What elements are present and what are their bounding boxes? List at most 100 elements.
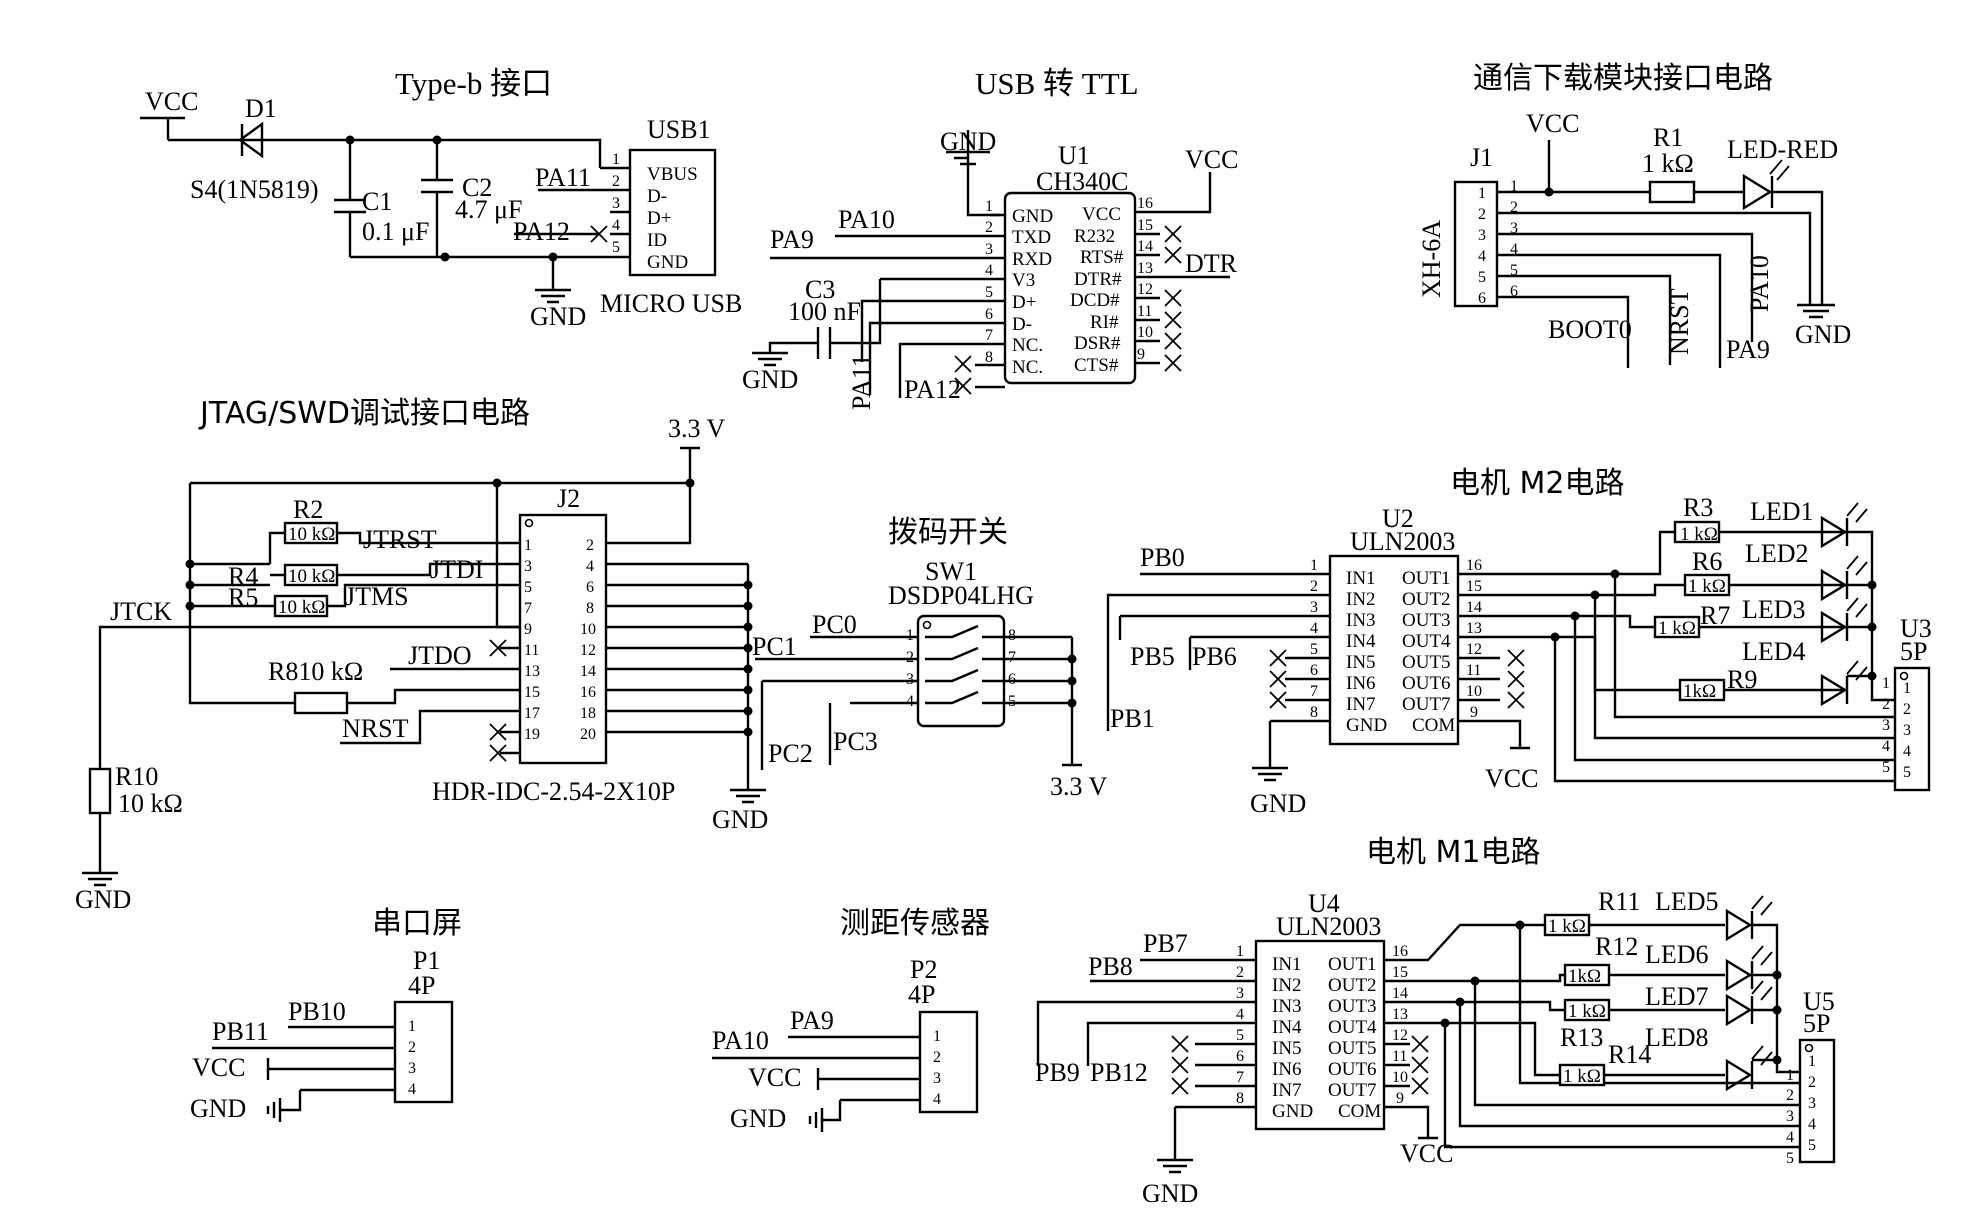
comm-section: 通信下载模块接口电路 VCC J1 XH-6A 1 2 3 4 5 6 1 2 … xyxy=(1417,61,1851,368)
u2-pins-right: OUT1 OUT2 OUT3 OUT4 OUT5 OUT6 OUT7 COM 1… xyxy=(1402,557,1482,736)
svg-text:IN4: IN4 xyxy=(1346,631,1376,652)
svg-text:13: 13 xyxy=(1466,620,1482,637)
jtag-title: JTAG/SWD调试接口电路 xyxy=(198,396,530,431)
serial-gnd: GND xyxy=(190,1094,246,1123)
p2-part: 4P xyxy=(908,980,935,1009)
typeb-section: Type-b 接口 VCC D1 S4(1N5819) C1 0.1 μF C2… xyxy=(140,66,742,331)
svg-text:4: 4 xyxy=(1882,738,1890,755)
svg-text:4: 4 xyxy=(1310,620,1318,637)
m1-gnd: GND xyxy=(1142,1179,1198,1208)
r1-label: R1 xyxy=(1653,123,1683,152)
svg-text:14: 14 xyxy=(580,663,596,680)
svg-text:15: 15 xyxy=(1466,578,1482,595)
serial-pb11: PB11 xyxy=(212,1017,269,1046)
u3-pins: 1 2 3 4 5 1 2 3 4 5 xyxy=(1882,675,1911,781)
svg-text:20: 20 xyxy=(580,726,596,743)
led4-label: LED4 xyxy=(1742,637,1806,666)
ranging-title: 测距传感器 xyxy=(840,906,990,941)
usbttl-dtr: DTR xyxy=(1185,249,1238,278)
svg-text:1: 1 xyxy=(612,151,620,168)
svg-text:OUT6: OUT6 xyxy=(1402,673,1451,694)
r4-value: 10 kΩ xyxy=(288,566,335,587)
j1-label: J1 xyxy=(1470,143,1493,172)
svg-text:CTS#: CTS# xyxy=(1074,355,1119,376)
r8-label: R810 kΩ xyxy=(268,657,363,686)
svg-text:2: 2 xyxy=(1808,1074,1816,1091)
svg-text:2: 2 xyxy=(985,219,993,236)
ranging-pa10: PA10 xyxy=(712,1026,769,1055)
svg-text:5: 5 xyxy=(1008,693,1016,710)
svg-text:5: 5 xyxy=(524,579,532,596)
ranging-gnd: GND xyxy=(730,1104,786,1133)
d1-label: D1 xyxy=(245,94,277,123)
u5-label: U5 xyxy=(1803,987,1835,1016)
u2-pins-left: IN1 IN2 IN3 IN4 IN5 IN6 IN7 GND 1 2 3 4 … xyxy=(1310,557,1387,736)
svg-text:15: 15 xyxy=(1137,217,1153,234)
svg-text:9: 9 xyxy=(1137,346,1145,363)
r3-label: R3 xyxy=(1683,493,1713,522)
svg-text:2: 2 xyxy=(612,173,620,190)
u4-pins-right: OUT1 OUT2 OUT3 OUT4 OUT5 OUT6 OUT7 COM 1… xyxy=(1328,943,1408,1122)
p1-label: P1 xyxy=(413,946,440,975)
svg-text:11: 11 xyxy=(524,642,539,659)
d1-part: S4(1N5819) xyxy=(190,175,319,204)
svg-text:8: 8 xyxy=(1310,704,1318,721)
svg-text:3: 3 xyxy=(1786,1108,1794,1125)
jtag-jtdi: JTDI xyxy=(430,555,483,584)
svg-text:IN6: IN6 xyxy=(1272,1059,1302,1080)
p1-part: 4P xyxy=(408,971,435,1000)
m2-pb0: PB0 xyxy=(1140,543,1185,572)
svg-text:12: 12 xyxy=(1466,641,1482,658)
r5-value: 10 kΩ xyxy=(278,597,325,618)
svg-text:10: 10 xyxy=(1137,324,1153,341)
led3-label: LED3 xyxy=(1742,595,1806,624)
svg-text:OUT1: OUT1 xyxy=(1402,568,1451,589)
m1-title: 电机 M1电路 xyxy=(1366,835,1541,870)
svg-text:IN7: IN7 xyxy=(1272,1080,1302,1101)
svg-text:7: 7 xyxy=(524,600,532,617)
svg-text:3: 3 xyxy=(1310,599,1318,616)
svg-text:5: 5 xyxy=(1786,1150,1794,1167)
m1-section: 电机 M1电路 U4 ULN2003 IN1 IN2 IN3 IN4 IN5 I… xyxy=(1035,835,1836,1208)
svg-text:11: 11 xyxy=(1137,303,1152,320)
svg-text:6: 6 xyxy=(1310,662,1318,679)
svg-text:3: 3 xyxy=(933,1070,941,1087)
m2-section: 电机 M2电路 U2 ULN2003 IN1 IN2 IN3 IN4 IN5 I… xyxy=(1106,466,1932,818)
svg-text:4: 4 xyxy=(1903,743,1911,760)
r13-label: R13 xyxy=(1560,1023,1603,1052)
r7-value: 1 kΩ xyxy=(1658,618,1696,639)
svg-text:IN6: IN6 xyxy=(1346,673,1376,694)
j2-part: HDR-IDC-2.54-2X10P xyxy=(432,777,675,806)
svg-text:8: 8 xyxy=(985,349,993,366)
m1-pb9: PB9 xyxy=(1035,1058,1080,1087)
ranging-pa9: PA9 xyxy=(790,1006,834,1035)
svg-text:4: 4 xyxy=(1478,248,1486,265)
j1-pins: 1 2 3 4 5 6 1 2 3 4 5 6 xyxy=(1478,178,1518,307)
comm-pa10: PA10 xyxy=(1745,255,1774,312)
svg-text:10: 10 xyxy=(1466,683,1482,700)
svg-text:COM: COM xyxy=(1338,1101,1381,1122)
svg-text:9: 9 xyxy=(1470,704,1478,721)
usbttl-pa9: PA9 xyxy=(770,225,814,254)
svg-text:5: 5 xyxy=(1478,269,1486,286)
svg-text:3: 3 xyxy=(1236,985,1244,1002)
svg-text:4: 4 xyxy=(906,693,914,710)
r14-value: 1 kΩ xyxy=(1563,1066,1601,1087)
m2-gnd: GND xyxy=(1250,789,1306,818)
svg-text:RTS#: RTS# xyxy=(1080,247,1124,268)
svg-text:19: 19 xyxy=(524,726,540,743)
svg-text:2: 2 xyxy=(408,1039,416,1056)
p2-label: P2 xyxy=(910,955,937,984)
r9-value: 1kΩ xyxy=(1683,681,1716,702)
svg-text:7: 7 xyxy=(1236,1069,1244,1086)
svg-text:RI#: RI# xyxy=(1090,312,1119,333)
svg-text:5: 5 xyxy=(1882,759,1890,776)
svg-text:13: 13 xyxy=(1137,260,1153,277)
jtag-section: JTAG/SWD调试接口电路 3.3 V J2 HDR-IDC-2.54-2X1… xyxy=(75,396,768,914)
svg-text:DTR#: DTR# xyxy=(1074,269,1122,290)
serial-pb10: PB10 xyxy=(288,997,346,1026)
svg-text:1: 1 xyxy=(906,627,914,644)
usbttl-gnd2: GND xyxy=(742,365,798,394)
u4-part: ULN2003 xyxy=(1276,912,1381,941)
